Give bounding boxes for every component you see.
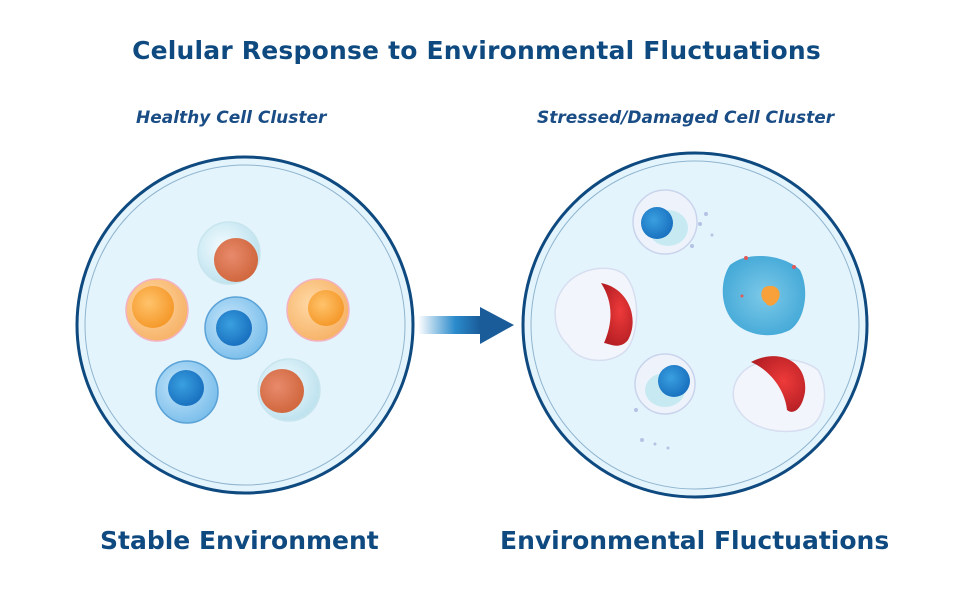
left-subtitle: Healthy Cell Cluster <box>136 108 327 128</box>
stressed-cells <box>554 189 826 450</box>
right-subtitle: Stressed/Damaged Cell Cluster <box>537 108 835 128</box>
diagram-title: Celular Response to Environmental Fluctu… <box>132 36 821 65</box>
necrotic-cell <box>722 255 806 336</box>
damaged-red-cell <box>732 356 826 433</box>
left-caption: Stable Environment <box>100 526 379 555</box>
blue-cell <box>204 296 268 360</box>
damaged-red-cell <box>554 267 638 362</box>
blue-cell <box>155 360 219 424</box>
red-orange-cell <box>197 221 261 285</box>
orange-cell <box>125 278 189 342</box>
damaged-blue-cell <box>632 189 714 255</box>
right-caption: Environmental Fluctuations <box>500 526 890 555</box>
damaged-blue-cell <box>634 353 696 450</box>
arrow-right-icon <box>418 307 514 344</box>
orange-cell <box>286 278 350 342</box>
red-orange-cell <box>257 358 321 422</box>
healthy-cells <box>125 221 350 424</box>
